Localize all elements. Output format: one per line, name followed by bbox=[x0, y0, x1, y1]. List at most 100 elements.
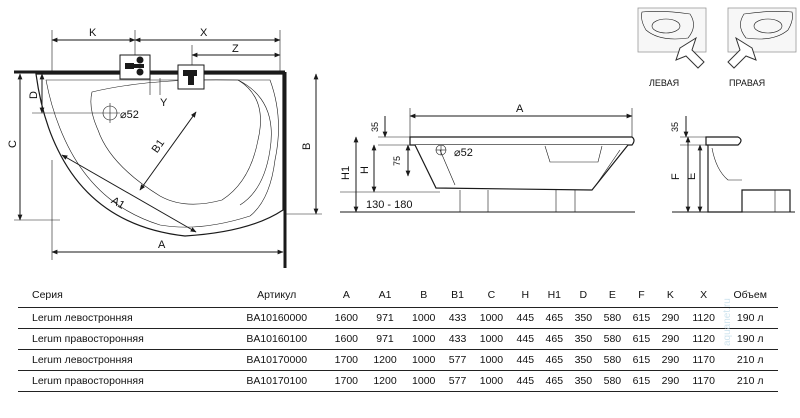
faucet-icon bbox=[119, 54, 151, 80]
cell-volume: 210 л bbox=[722, 370, 778, 392]
cell-h1: 465 bbox=[539, 370, 569, 392]
dim-a1-label: A1 bbox=[109, 195, 127, 212]
cell-k: 290 bbox=[655, 370, 685, 392]
table-row: Lerum правосторонняя BA10170100 1700 120… bbox=[18, 370, 778, 392]
cell-f: 615 bbox=[626, 307, 656, 329]
left-orientation-label: ЛЕВАЯ bbox=[649, 78, 679, 88]
header-a: A bbox=[342, 289, 350, 301]
dim-b-label: B bbox=[301, 143, 313, 150]
cell-k: 290 bbox=[655, 349, 685, 371]
plan-view: ⌀52 K X Z Y D bbox=[7, 27, 322, 268]
technical-drawing: ⌀52 K X Z Y D bbox=[7, 7, 797, 268]
end-tub-rim bbox=[705, 136, 742, 146]
side-dim-35-label: 35 bbox=[370, 122, 380, 132]
cell-h: 445 bbox=[510, 370, 540, 392]
cell-x: 1120 bbox=[684, 307, 723, 329]
cell-f: 615 bbox=[626, 370, 656, 392]
left-thumbnail bbox=[637, 7, 707, 53]
cell-c: 1000 bbox=[472, 328, 511, 350]
right-orientation-label: ПРАВАЯ bbox=[729, 78, 765, 88]
cell-h1: 465 bbox=[539, 349, 569, 371]
dim-k-label: K bbox=[89, 27, 97, 39]
header-article: Артикул bbox=[257, 289, 297, 301]
header-series: Серия bbox=[32, 289, 63, 301]
cell-article: BA10160100 bbox=[226, 328, 327, 350]
side-drain-label: ⌀52 bbox=[454, 147, 473, 159]
header-x: X bbox=[700, 289, 708, 301]
cell-x: 1120 bbox=[684, 328, 723, 350]
dim-x-label: X bbox=[200, 27, 208, 39]
cell-d: 350 bbox=[568, 328, 598, 350]
cell-series: Lerum правосторонняя bbox=[18, 370, 227, 392]
table-row: Lerum правосторонняя BA10160100 1600 971… bbox=[18, 328, 778, 350]
orientation-left: ЛЕВАЯ bbox=[637, 7, 707, 88]
cell-b: 1000 bbox=[404, 328, 444, 350]
orientation-right: ПРАВАЯ bbox=[727, 7, 797, 88]
tub-plan-basin bbox=[90, 79, 261, 205]
end-view: 35 F E bbox=[670, 116, 795, 213]
side-dim-75-label: 75 bbox=[392, 156, 402, 166]
cell-h: 445 bbox=[510, 349, 540, 371]
left-orientation-arrow-icon bbox=[675, 36, 705, 69]
cell-series: Lerum правосторонняя bbox=[18, 328, 227, 350]
side-feet-label: 130 - 180 bbox=[366, 199, 412, 211]
end-tub-body bbox=[707, 145, 791, 213]
side-dim-h1-label: H1 bbox=[340, 166, 352, 180]
cell-b1: 577 bbox=[443, 349, 473, 371]
cell-a: 1600 bbox=[326, 328, 366, 350]
mixer-icon bbox=[177, 64, 205, 90]
cell-h1: 465 bbox=[539, 328, 569, 350]
cell-article: BA10170100 bbox=[226, 370, 327, 392]
cell-series: Lerum левостронняя bbox=[18, 307, 227, 329]
table-header-row: Серия Артикул A A1 B B1 C H H1 D E F K X… bbox=[18, 288, 778, 308]
cell-h: 445 bbox=[510, 307, 540, 329]
cell-a: 1600 bbox=[326, 307, 366, 329]
dim-z-label: Z bbox=[232, 43, 239, 55]
tub-plan-backrest bbox=[237, 79, 272, 206]
cell-k: 290 bbox=[655, 328, 685, 350]
cell-b1: 577 bbox=[443, 370, 473, 392]
cell-volume: 210 л bbox=[722, 349, 778, 371]
tub-plan-rim bbox=[45, 79, 279, 228]
cell-c: 1000 bbox=[472, 370, 511, 392]
cell-b: 1000 bbox=[404, 307, 444, 329]
cell-c: 1000 bbox=[472, 349, 511, 371]
cell-volume: 190 л bbox=[722, 307, 778, 329]
side-dim-a-label: A bbox=[516, 103, 524, 115]
cell-c: 1000 bbox=[472, 307, 511, 329]
cell-x: 1170 bbox=[684, 349, 723, 371]
cell-a1: 1200 bbox=[365, 349, 405, 371]
end-dim-e-label: E bbox=[686, 173, 698, 180]
table-row: Lerum левостронняя BA10170000 1700 1200 … bbox=[18, 349, 778, 371]
cell-d: 350 bbox=[568, 307, 598, 329]
cell-b1: 433 bbox=[443, 328, 473, 350]
cell-article: BA10170000 bbox=[226, 349, 327, 371]
side-view: ⌀52 A 35 75 H1 H 130 - 180 bbox=[340, 103, 635, 213]
watermark: aquanet.ru bbox=[722, 298, 733, 346]
cell-e: 580 bbox=[597, 307, 627, 329]
cell-b: 1000 bbox=[404, 349, 444, 371]
header-c: C bbox=[487, 289, 496, 301]
dim-d-label: D bbox=[28, 91, 40, 99]
cell-article: BA10160000 bbox=[226, 307, 327, 329]
cell-series: Lerum левостронняя bbox=[18, 349, 227, 371]
cell-x: 1170 bbox=[684, 370, 723, 392]
cell-a: 1700 bbox=[326, 349, 366, 371]
cell-a1: 971 bbox=[365, 328, 405, 350]
cell-b1: 433 bbox=[443, 307, 473, 329]
plan-drain-label: ⌀52 bbox=[120, 109, 139, 121]
end-dim-f-label: F bbox=[670, 173, 682, 180]
cell-d: 350 bbox=[568, 370, 598, 392]
header-a1: A1 bbox=[378, 289, 392, 301]
specifications-table: Серия Артикул A A1 B B1 C H H1 D E F K X… bbox=[18, 288, 778, 392]
dim-c-label: C bbox=[7, 140, 19, 148]
cell-b: 1000 bbox=[404, 370, 444, 392]
cell-a1: 971 bbox=[365, 307, 405, 329]
header-k: K bbox=[666, 289, 674, 301]
cell-h1: 465 bbox=[539, 307, 569, 329]
header-f: F bbox=[638, 289, 645, 301]
side-tub-body bbox=[414, 144, 629, 191]
cell-d: 350 bbox=[568, 349, 598, 371]
dim-y-label: Y bbox=[160, 97, 168, 109]
header-b1: B1 bbox=[451, 289, 464, 301]
